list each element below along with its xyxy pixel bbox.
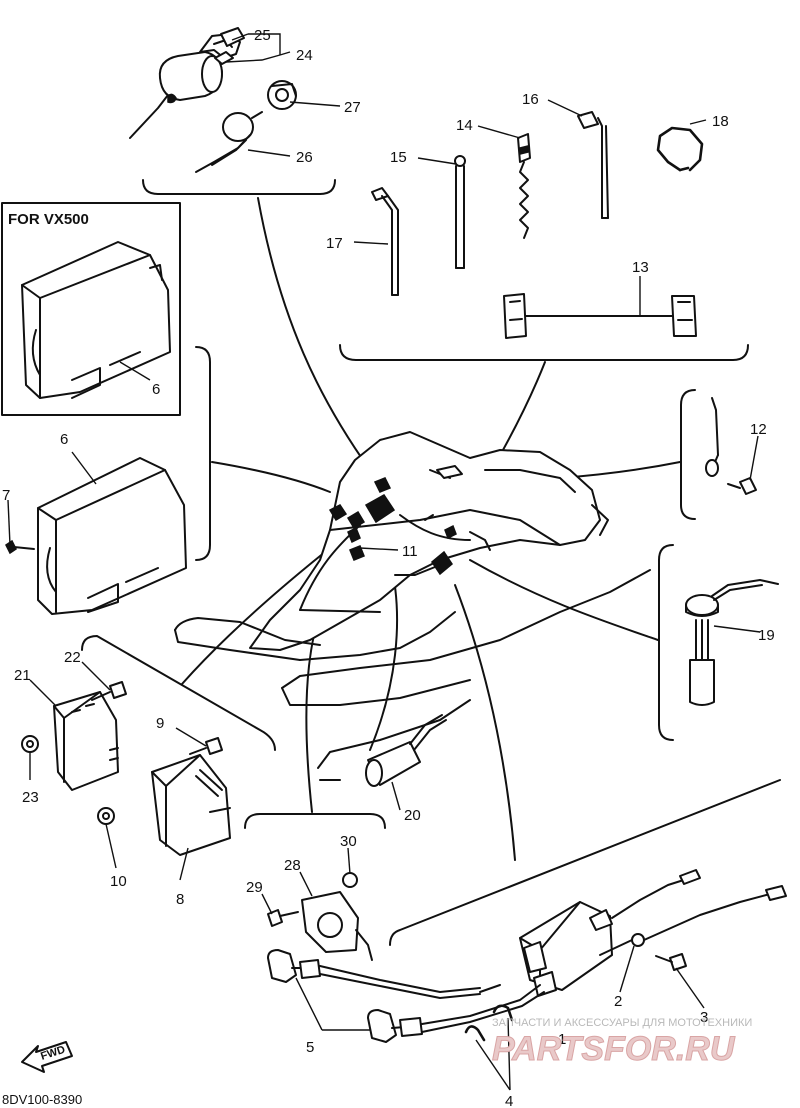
callout-9: 9 [156,715,164,732]
bolt-9 [189,737,223,755]
watermark: ЗАПЧАСТИ И АКСЕССУАРЫ ДЛЯ МОТОТЕХНИКИ PA… [492,1017,753,1069]
callout-22: 22 [64,649,81,666]
callout-1: 1 [558,1031,566,1048]
wire-clamp-14 [517,133,531,239]
callout-30: 30 [340,833,357,850]
box-title: FOR VX500 [8,211,89,228]
callout-16: 16 [522,91,539,108]
callout-2: 2 [614,993,622,1010]
diagram-code: 8DV100-8390 [2,1092,82,1107]
frame [174,431,651,781]
callout-15: 15 [390,149,407,166]
fwd-arrow-icon: FWD [21,1041,73,1073]
callout-labels: FOR VX500 25 24 27 26 16 14 18 15 17 13 … [2,27,775,1108]
callout-23: 23 [22,789,39,806]
callout-8: 8 [176,891,184,908]
frame-leaders [181,197,681,861]
voltage-regulator-8 [151,754,231,856]
callout-21: 21 [14,667,31,684]
coil-leads [479,869,787,993]
fuel-sender-19 [685,579,779,706]
band-15 [454,155,466,269]
earth-lead-12 [705,397,757,495]
ignition-coil-1 [519,901,613,997]
clamp-18 [656,126,704,172]
callout-6: 6 [60,431,68,448]
callout-18: 18 [712,113,729,130]
bolt-22 [91,681,127,701]
callout-26: 26 [296,149,313,166]
group-brackets [81,179,781,946]
band-17 [371,187,399,296]
watermark-small: ЗАПЧАСТИ И АКСЕССУАРЫ ДЛЯ МОТОТЕХНИКИ [492,1017,752,1029]
screw-29 [267,909,299,927]
callout-27: 27 [344,99,361,116]
callout-29: 29 [246,879,263,896]
watermark-big: PARTSFOR.RU [492,1030,736,1068]
callout-4: 4 [505,1093,513,1108]
rectifier-regulator-21 [53,691,119,791]
screw-3 [655,953,687,971]
condenser-20 [365,714,447,787]
callout-13: 13 [632,259,649,276]
callout-20: 20 [404,807,421,824]
nut-30 [342,872,358,888]
cdi-unit-6 [37,457,187,615]
callout-7: 7 [2,487,10,504]
wire-harness-connectors [299,477,491,613]
callout-3: 3 [700,1009,708,1026]
callout-leaders [7,33,761,1091]
starter-switch-26 [195,111,263,173]
callout-17: 17 [326,235,343,252]
wire-harness-13 [503,293,697,339]
clamp-4 [464,1004,514,1042]
callout-11: 11 [402,543,418,560]
callout-5: 5 [306,1039,314,1056]
callout-28: 28 [284,857,301,874]
clamp-16 [577,111,609,219]
callout-12: 12 [750,421,767,438]
callout-19: 19 [758,627,775,644]
pickup-coil-28 [301,891,373,961]
callout-14: 14 [456,117,473,134]
callout-10: 10 [110,873,127,890]
nut-23 [21,735,39,753]
choke-cable-holder-27 [267,80,297,110]
cdi-unit-6-vx500 [21,241,171,399]
callout-6-vx500: 6 [152,381,160,398]
nut-10 [97,807,115,825]
callout-25: 25 [254,27,271,44]
key-25 [220,27,245,47]
callout-24: 24 [296,47,313,64]
